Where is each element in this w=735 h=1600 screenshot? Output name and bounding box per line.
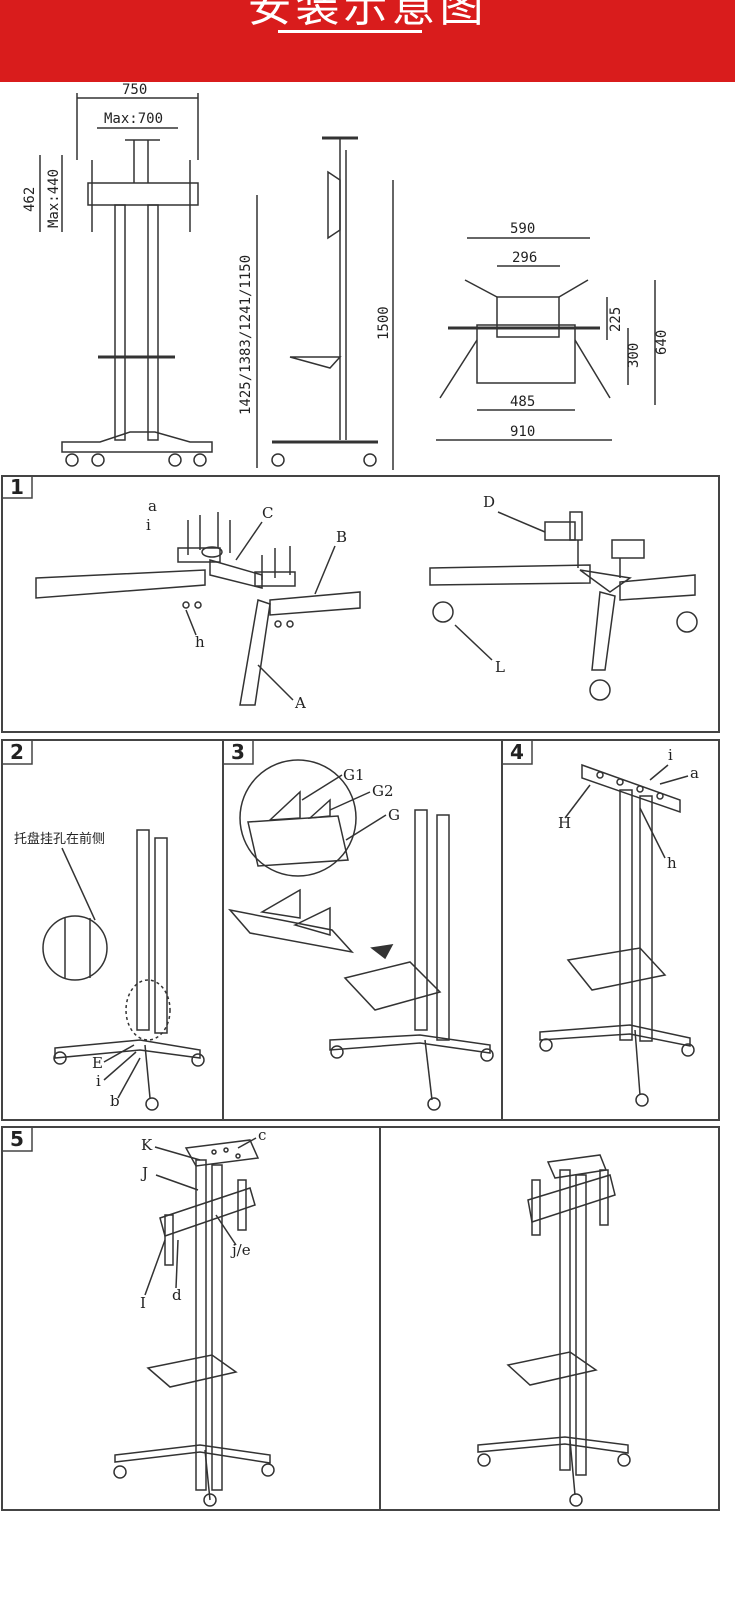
dim-485: 485 bbox=[510, 394, 535, 410]
dim-max-440: Max:440 bbox=[46, 169, 62, 228]
label-i-step4: i bbox=[668, 746, 673, 764]
step-1-number: 1 bbox=[10, 475, 24, 499]
dim-1500: 1500 bbox=[376, 306, 392, 340]
dim-height-options: 1425/1383/1241/1150 bbox=[238, 255, 254, 415]
dim-225: 225 bbox=[608, 307, 624, 332]
dim-max-700: Max:700 bbox=[104, 111, 163, 127]
page-title: 安装示意图 bbox=[247, 0, 488, 32]
front-view-drawing: 750 Max:700 462 Max:440 bbox=[22, 82, 213, 467]
label-A: A bbox=[294, 694, 306, 712]
dim-300: 300 bbox=[626, 343, 642, 368]
step-4-illustration: i a H h bbox=[539, 746, 699, 1107]
label-C: C bbox=[262, 504, 273, 522]
step-3-number: 3 bbox=[231, 740, 245, 764]
dim-462: 462 bbox=[22, 187, 38, 212]
label-H: H bbox=[558, 814, 571, 832]
label-h: h bbox=[195, 633, 205, 651]
step-2-illustration: 托盘挂孔在前侧 E i b bbox=[14, 829, 205, 1111]
label-a-step4: a bbox=[690, 764, 699, 782]
label-c: c bbox=[258, 1126, 266, 1144]
step-2-number: 2 bbox=[10, 740, 24, 764]
label-G1: G1 bbox=[343, 766, 365, 784]
label-E: E bbox=[92, 1054, 103, 1072]
dim-590: 590 bbox=[510, 221, 535, 237]
dim-640: 640 bbox=[654, 330, 670, 355]
label-b: b bbox=[110, 1092, 120, 1110]
label-D: D bbox=[483, 493, 495, 511]
step-1-box bbox=[1, 475, 33, 499]
step-1-illustration: a i C B h A D L bbox=[35, 493, 698, 712]
header-banner: 安装示意图 bbox=[0, 0, 735, 82]
label-h-step4: h bbox=[667, 854, 677, 872]
label-L: L bbox=[495, 658, 505, 676]
title-underline bbox=[278, 30, 422, 33]
step-3-illustration: G1 G2 G bbox=[228, 759, 494, 1111]
step-5-illustration: K c J j/e I d bbox=[113, 1126, 631, 1507]
step-3-box bbox=[222, 739, 254, 765]
step-2-box bbox=[1, 739, 33, 765]
label-I: I bbox=[140, 1294, 146, 1312]
label-K: K bbox=[141, 1136, 153, 1154]
label-G: G bbox=[388, 806, 400, 824]
tray-hole-note: 托盘挂孔在前侧 bbox=[14, 831, 105, 847]
label-je: j/e bbox=[230, 1241, 251, 1259]
dim-296: 296 bbox=[512, 250, 537, 266]
label-d: d bbox=[172, 1286, 182, 1304]
step-5-number: 5 bbox=[10, 1127, 24, 1151]
label-i: i bbox=[146, 516, 151, 534]
label-J: J bbox=[140, 1164, 148, 1182]
label-i-step2: i bbox=[96, 1072, 101, 1090]
step-4-number: 4 bbox=[510, 740, 524, 764]
dim-910: 910 bbox=[510, 424, 535, 440]
step-5-box bbox=[1, 1126, 33, 1152]
base-plan-drawing: 590 296 225 300 640 485 910 bbox=[436, 221, 670, 441]
label-B: B bbox=[336, 528, 347, 546]
label-G2: G2 bbox=[372, 782, 394, 800]
step-4-box bbox=[501, 739, 533, 765]
side-view-drawing: 1425/1383/1241/1150 1500 bbox=[238, 136, 394, 470]
label-a: a bbox=[148, 497, 157, 515]
dim-750: 750 bbox=[122, 82, 147, 98]
panel-grid bbox=[1, 475, 720, 1511]
